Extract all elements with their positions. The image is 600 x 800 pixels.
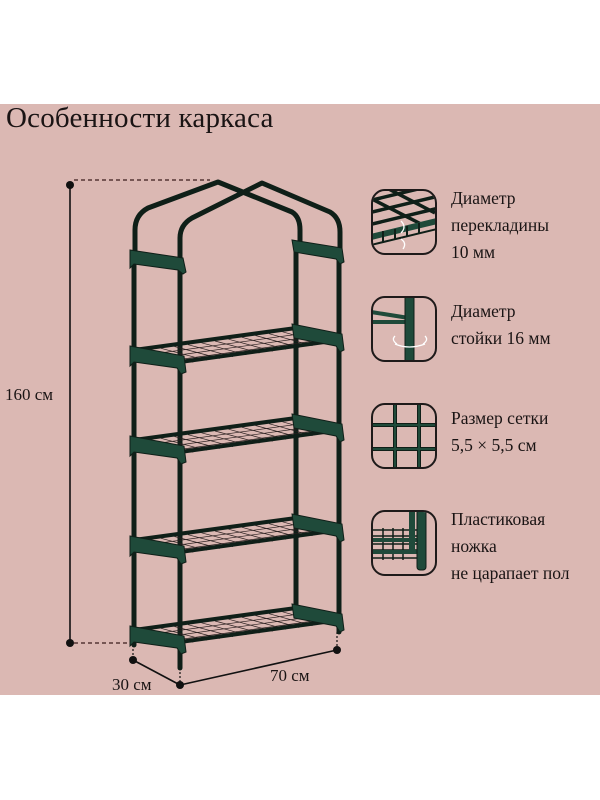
top-connectors [129,239,345,275]
feature-line: Диаметр [451,188,516,208]
background-panel [0,104,600,695]
feature-line: Пластиковая [451,509,546,529]
feature-line: не царапает пол [451,563,570,583]
feature-line: стойки 16 мм [451,328,551,348]
plastic-foot-icon [371,510,437,576]
height-label: 160 см [5,385,54,404]
feature-text: Размер сетки 5,5 × 5,5 см [451,405,548,459]
feature-line: 10 мм [451,242,496,262]
crossbar-diameter-icon [371,189,437,255]
depth-label: 30 см [112,675,152,694]
post-diameter-icon [371,296,437,362]
shelves [129,323,345,655]
roof-arches [132,179,343,263]
feature-line: перекладины [451,215,550,235]
page-title: Особенности каркаса [6,102,274,134]
mesh-size-icon [371,403,437,469]
feature-line: Диаметр [451,301,516,321]
feature-text: Диаметр перекладины 10 мм [451,185,549,266]
width-label: 70 см [270,666,310,685]
feature-text: Диаметр стойки 16 мм [451,298,551,352]
base-dimension-lines [129,632,341,689]
feature-line: 5,5 × 5,5 см [451,435,537,455]
height-dimension-line [66,179,210,647]
feature-text: Пластиковая ножка не царапает пол [451,506,569,587]
feature-line: ножка [451,536,497,556]
feature-line: Размер сетки [451,408,549,428]
